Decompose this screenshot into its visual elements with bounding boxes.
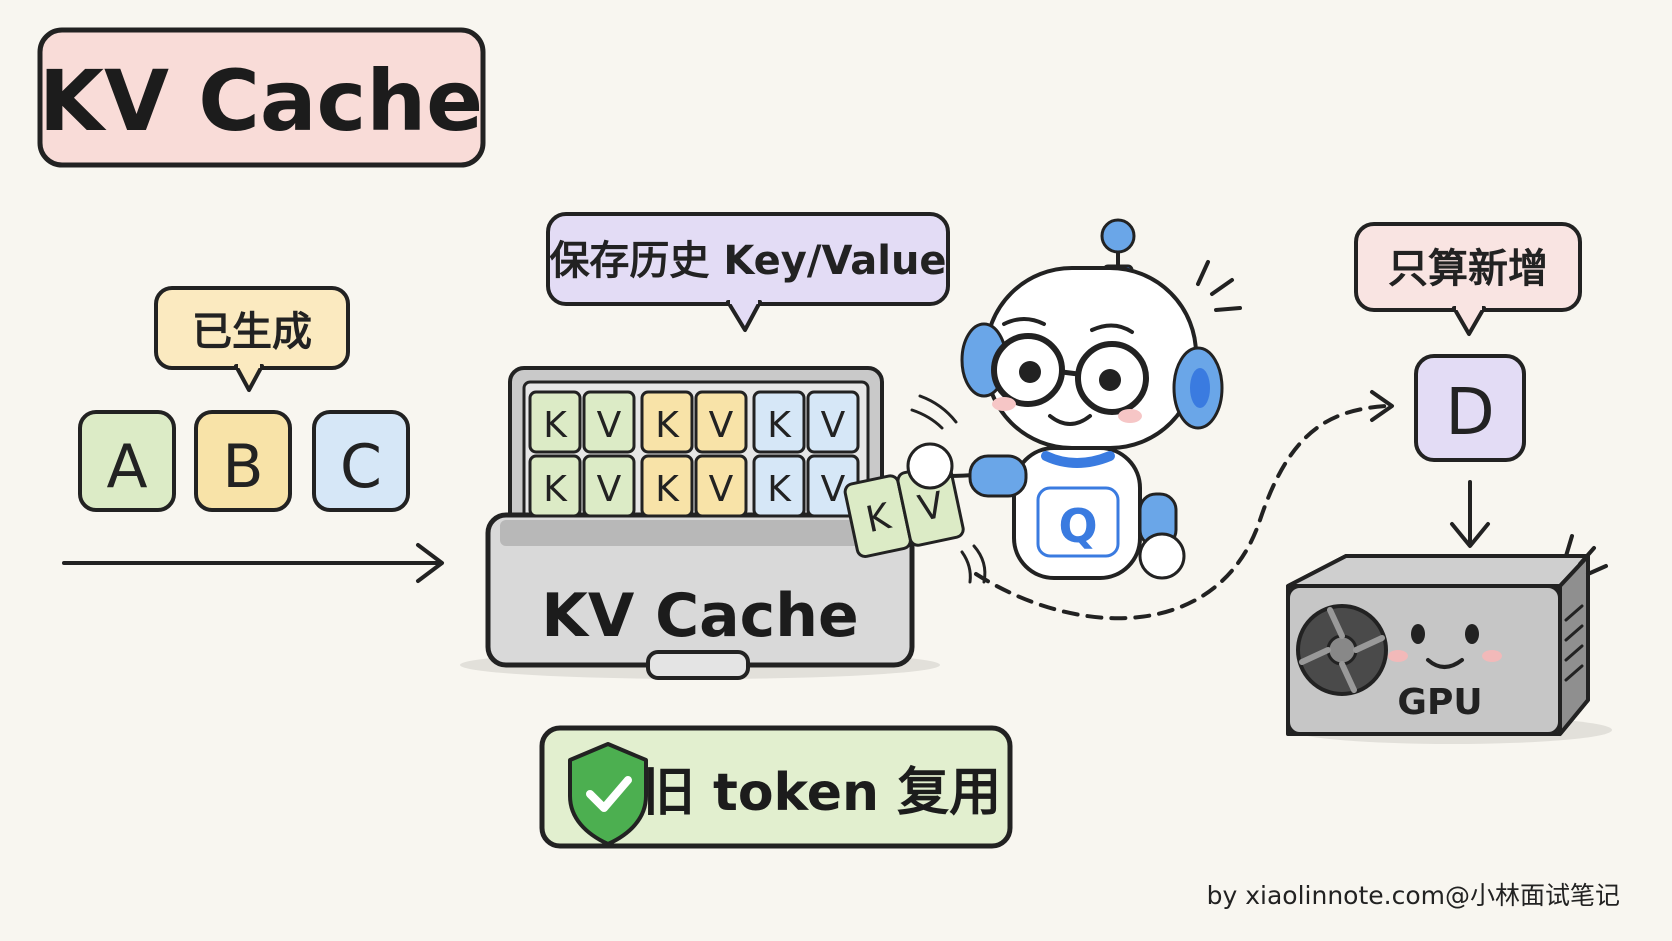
arrow-to-cache (62, 543, 444, 583)
value-cell: V (821, 405, 846, 446)
key-cell: K (543, 405, 568, 446)
reuse-badge: 旧 token 复用 (539, 725, 1013, 849)
page-title: KV Cache (39, 52, 483, 150)
token-b: B (194, 410, 292, 512)
held-kv-card: K V (843, 463, 965, 558)
new-token-bubble-label: 只算新增 (1388, 246, 1548, 292)
motion-lines (910, 394, 987, 584)
gpu-card: GPU (1286, 534, 1612, 744)
token-a: A (78, 410, 176, 512)
key-cell: K (767, 405, 792, 446)
cache-bubble-label: 保存历史 Key/Value (549, 238, 946, 284)
token-c-label: C (340, 432, 382, 502)
shield-check-icon (568, 742, 648, 846)
gpu-label: GPU (1397, 682, 1482, 723)
new-token-bubble: 只算新增 (1354, 222, 1582, 336)
value-cell: V (709, 405, 734, 446)
robot-antenna-ball (1100, 218, 1136, 254)
value-cell: V (597, 405, 622, 446)
token-a-label: A (106, 432, 147, 502)
new-token-d: D (1414, 354, 1526, 462)
token-c: C (312, 410, 410, 512)
robot-chest-letter: Q (1058, 499, 1097, 553)
kv-cell-row-2: K V K V K V (528, 454, 860, 518)
key-cell: K (655, 405, 680, 446)
reuse-badge-label: 旧 token 复用 (643, 763, 1001, 823)
key-cell: K (543, 469, 568, 510)
key-cell: K (767, 469, 792, 510)
new-token-letter: D (1445, 376, 1494, 450)
generated-bubble: 已生成 (154, 286, 350, 392)
value-cell: V (821, 469, 846, 510)
kv-cell-row-1: K V K V K V (528, 390, 860, 454)
robot-character: Q (906, 218, 1242, 580)
value-cell: V (709, 469, 734, 510)
value-cell: V (597, 469, 622, 510)
token-b-label: B (222, 432, 263, 502)
footer-credit: by xiaolinnote.com@小林面试笔记 (1207, 881, 1620, 910)
dashed-arrow-to-new-token (974, 390, 1394, 621)
title-card: KV Cache (37, 27, 486, 168)
kv-cache-box: K V K V K V K V K V K V KV Cache (460, 366, 940, 680)
cache-bubble: 保存历史 Key/Value (546, 212, 950, 332)
arrow-to-gpu (1450, 480, 1490, 548)
kv-cache-box-label: KV Cache (541, 581, 858, 651)
generated-bubble-label: 已生成 (192, 309, 312, 355)
key-cell: K (655, 469, 680, 510)
